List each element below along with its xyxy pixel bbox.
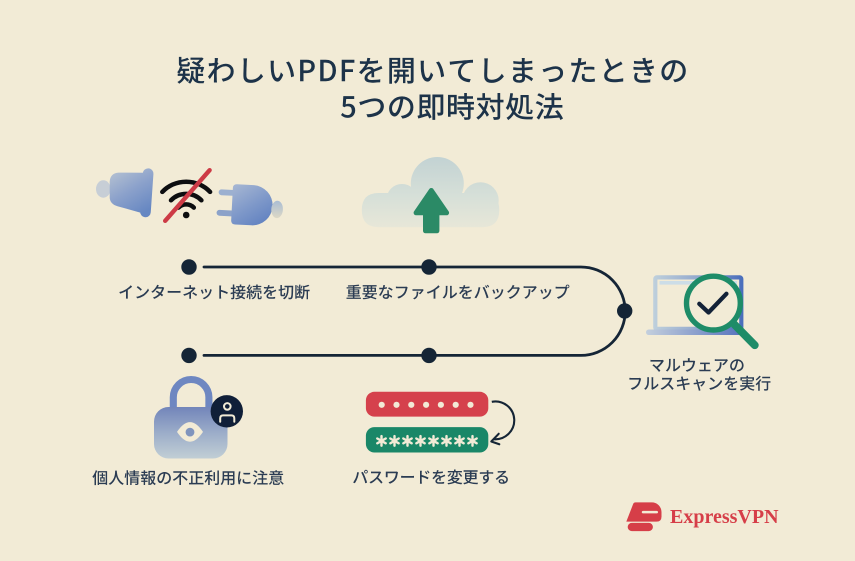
svg-text:ExpressVPN: ExpressVPN	[670, 506, 779, 528]
